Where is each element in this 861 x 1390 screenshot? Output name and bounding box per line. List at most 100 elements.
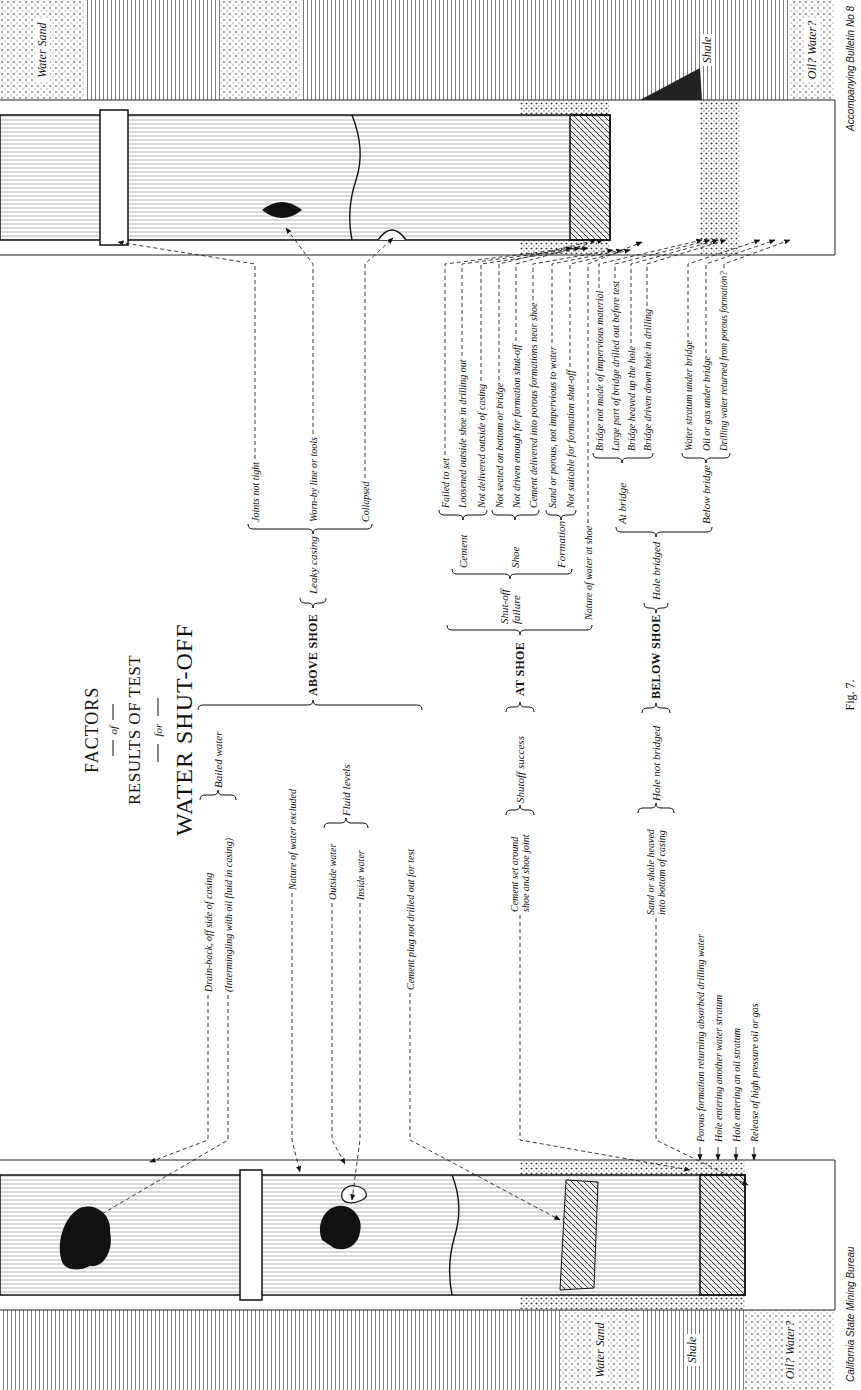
leader-line bbox=[656, 918, 748, 1185]
factor-label: Not delivered outside of casing bbox=[476, 384, 487, 508]
leader-line bbox=[410, 993, 560, 1220]
pointer-arrow bbox=[718, 1147, 719, 1160]
factor-label: Bailed water bbox=[212, 731, 224, 788]
leader-line bbox=[332, 903, 345, 1164]
leader-line bbox=[286, 228, 313, 434]
collapsed-dent bbox=[378, 230, 406, 240]
brace bbox=[682, 453, 730, 463]
brace bbox=[506, 702, 534, 712]
cement-annulus bbox=[520, 240, 610, 254]
factor-label: Shutoff success bbox=[514, 736, 526, 803]
joint-break bbox=[450, 1175, 459, 1295]
sand-stratum bbox=[560, 1310, 640, 1390]
brace bbox=[642, 703, 670, 713]
casing-shoe bbox=[700, 1175, 745, 1295]
bailed-water-blot bbox=[60, 1206, 111, 1269]
hole-bridge bbox=[700, 101, 740, 254]
leader-line bbox=[520, 915, 690, 1170]
brace bbox=[638, 803, 674, 813]
stratum-label: Oil? Water? bbox=[783, 1318, 798, 1383]
factor-label: Fluid levels bbox=[340, 764, 352, 816]
brace bbox=[200, 790, 236, 800]
brace bbox=[447, 625, 592, 635]
factor-label: Drain-back, off side of casing bbox=[203, 873, 214, 992]
factor-label: Cement set around shoe and shoe joint bbox=[509, 820, 531, 912]
stratum-label: Shale bbox=[685, 1334, 700, 1367]
factor-label: California State Mining Bureau bbox=[845, 1246, 856, 1382]
leader-line bbox=[462, 248, 580, 356]
factor-label: Leaky casing bbox=[307, 536, 319, 594]
factor-label: Hole entering an oil stratum bbox=[731, 1028, 742, 1142]
factor-label: Porous formation returning absorbed dril… bbox=[695, 934, 706, 1142]
factor-label: of bbox=[107, 726, 119, 735]
factor-label: Sand or porous, not impervious to water bbox=[547, 346, 558, 508]
stratum-label: Shale bbox=[700, 34, 715, 67]
leader-line bbox=[365, 238, 393, 478]
cement-plug bbox=[560, 1180, 598, 1290]
brace bbox=[324, 818, 368, 828]
stratum-band: Shale bbox=[640, 1310, 745, 1390]
factor-label: WATER SHUT-OFF bbox=[171, 624, 198, 836]
pointer-arrow bbox=[700, 1147, 701, 1160]
brace bbox=[644, 603, 668, 613]
factor-label: Not suitable for formation shut-off bbox=[565, 370, 576, 508]
stratum-band: Water Sand bbox=[560, 1310, 640, 1390]
factor-label: for bbox=[152, 724, 164, 737]
leader-line bbox=[118, 242, 255, 459]
stratum-band: Oil? Water? bbox=[745, 1310, 835, 1390]
factor-label: Failed to set bbox=[440, 458, 451, 508]
factor-label: Large part of bridge drilled out before … bbox=[610, 281, 621, 451]
brace bbox=[248, 524, 372, 534]
factor-label: Sand or shale heaved into bottom of casi… bbox=[645, 817, 667, 915]
leader-line bbox=[588, 242, 642, 523]
pointer-arrow bbox=[754, 1147, 755, 1160]
factor-label: Nature of water at shoe bbox=[583, 526, 594, 620]
factor-label: Nature of water excluded bbox=[287, 789, 298, 890]
brace bbox=[506, 805, 534, 815]
brace bbox=[300, 598, 326, 608]
shale-stratum bbox=[85, 0, 220, 100]
casing-shoe bbox=[570, 115, 610, 240]
shale-stratum bbox=[640, 1310, 745, 1390]
factor-label: Hole bridged bbox=[650, 542, 662, 600]
brace bbox=[492, 510, 539, 520]
factor-label: BELOW SHOE bbox=[649, 615, 664, 699]
factor-label: Cement delivered into porous formations … bbox=[528, 303, 539, 508]
leader-line bbox=[95, 995, 228, 1218]
factor-label: (Intermingling with oil fluid in casing) bbox=[223, 838, 234, 992]
acorn-plug bbox=[342, 1186, 367, 1203]
factor-label: Outside water bbox=[327, 844, 338, 900]
brace bbox=[616, 527, 712, 537]
factor-label: RESULTS OF TEST bbox=[125, 655, 145, 805]
factor-label: Cement plug not drilled out for test bbox=[405, 849, 416, 990]
stratum-label: Water Sand bbox=[593, 1319, 608, 1380]
stratum-band: Oil? Water? bbox=[790, 0, 835, 100]
factor-label: Joints not tight bbox=[250, 462, 261, 522]
factor-label: Hole not bridged bbox=[650, 726, 662, 801]
casing-pipe bbox=[0, 1175, 745, 1295]
joint-break bbox=[350, 115, 360, 240]
casing-pipe bbox=[0, 115, 610, 240]
factor-label: Not driven enough for formation shut-off bbox=[511, 344, 522, 508]
factor-label: Cement bbox=[457, 534, 469, 568]
factor-label: Worn-by line or tools bbox=[308, 437, 319, 522]
leader-line bbox=[706, 240, 775, 353]
factor-label: Below bridge bbox=[700, 465, 712, 524]
factor-label: Bridge driven down hole in drilling bbox=[642, 309, 653, 451]
leader-line bbox=[724, 240, 790, 268]
leader-line bbox=[647, 240, 726, 306]
stratum-band: Water Sand bbox=[0, 0, 85, 100]
factor-label: Oil or gas under bridge bbox=[701, 356, 712, 451]
factor-label: Hole entering another water stratum bbox=[713, 995, 724, 1142]
casing-collar bbox=[100, 110, 128, 245]
casing-collar bbox=[240, 1170, 262, 1300]
arrow-group bbox=[700, 1147, 754, 1160]
cement-annulus bbox=[520, 101, 610, 115]
factor-label: Formation bbox=[555, 521, 567, 568]
shale-stratum bbox=[300, 0, 790, 100]
factor-label: At bridge bbox=[616, 483, 628, 524]
cement-annulus bbox=[520, 1295, 745, 1309]
oil-water-stratum bbox=[745, 1310, 835, 1390]
